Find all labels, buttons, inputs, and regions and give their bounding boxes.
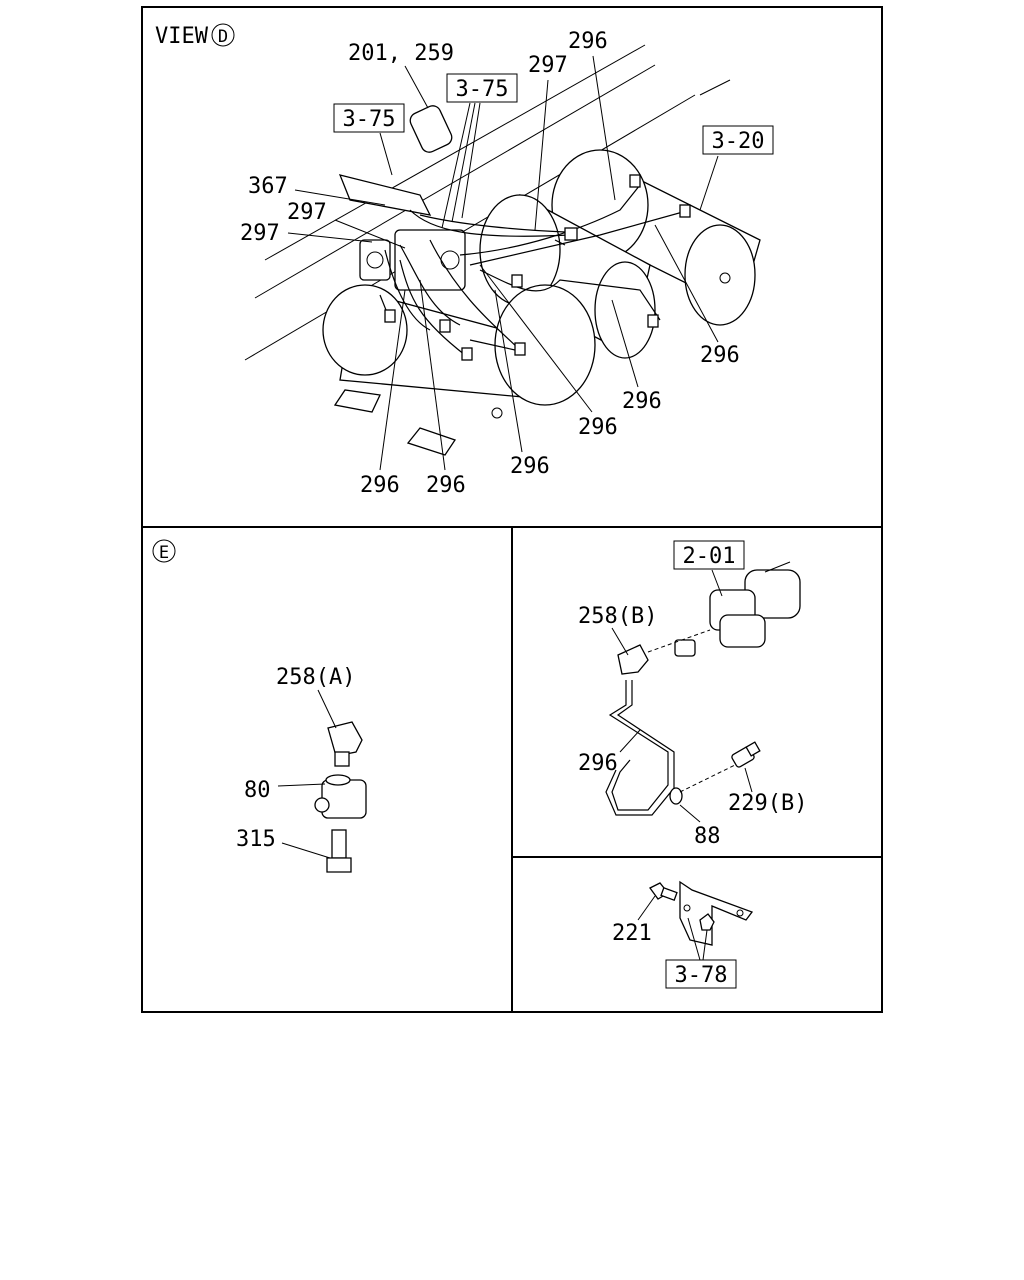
- view-e-circle-icon: [152, 539, 176, 563]
- leader-lines-view-d: [287, 55, 719, 471]
- label-297-a: 297: [287, 200, 327, 225]
- label-88: 88: [694, 824, 721, 849]
- label-258b: 258(B): [578, 604, 657, 629]
- view-e-letter: E: [159, 543, 169, 563]
- bolt-221-icon: [649, 882, 678, 901]
- ref-3-78: 3-78: [675, 963, 728, 988]
- label-296-bottom-right: 296: [426, 473, 466, 498]
- leader-lines-detail-b: [611, 569, 753, 823]
- view-d-panel: VIEW D: [155, 23, 774, 498]
- fittings: [384, 174, 691, 361]
- ref-3-75-left: 3-75: [343, 107, 396, 132]
- ref-3-75-center: 3-75: [456, 77, 509, 102]
- ref-box-3-78: 3-78: [665, 959, 737, 989]
- ref-box-3-75-left: 3-75: [333, 103, 405, 133]
- washer-88-icon: [669, 787, 683, 805]
- valve-assembly: [338, 105, 466, 291]
- ref-box-3-20: 3-20: [702, 125, 774, 155]
- fitting-229b-icon: [679, 741, 761, 793]
- label-315: 315: [236, 827, 276, 852]
- elbow-fitting-258a-icon: [327, 721, 363, 767]
- label-296-center: 296: [578, 415, 618, 440]
- bolt-315-icon: [326, 829, 352, 873]
- label-229b: 229(B): [728, 791, 807, 816]
- air-tank-front: [322, 284, 596, 419]
- label-201-259: 201, 259: [348, 41, 454, 66]
- label-80: 80: [244, 778, 271, 803]
- air-valve-assembly-icon: [674, 561, 801, 657]
- view-d-letter: D: [218, 27, 228, 47]
- view-d-circle-icon: [211, 23, 235, 47]
- label-296-lower: 296: [510, 454, 550, 479]
- label-296-bottom-left: 296: [360, 473, 400, 498]
- frame-rails: [244, 44, 731, 361]
- label-296-right: 296: [700, 343, 740, 368]
- label-258a: 258(A): [276, 665, 355, 690]
- ref-3-20: 3-20: [712, 129, 765, 154]
- detail-2-01-panel: 2-01 258(B) 296 88 229(B): [578, 540, 807, 849]
- nut-icon: [699, 913, 715, 931]
- label-297-top: 297: [528, 53, 568, 78]
- label-296-top: 296: [568, 29, 608, 54]
- label-221: 221: [612, 921, 652, 946]
- tank-brackets: [333, 389, 457, 456]
- ref-box-2-01: 2-01: [673, 540, 745, 570]
- view-e-panel: E 258(A) 80 315: [152, 539, 367, 873]
- label-297-b: 297: [240, 221, 280, 246]
- ref-box-3-75-center: 3-75: [446, 73, 518, 103]
- leader-lines-detail-c: [637, 895, 708, 961]
- pipe-296-detail-icon: [605, 680, 675, 816]
- leader-lines-view-e: [277, 689, 337, 859]
- detail-3-78-panel: 3-78 221: [612, 880, 754, 989]
- label-296-detail: 296: [578, 751, 618, 776]
- tee-fitting-80-icon: [314, 774, 367, 819]
- filter-part-icon: [409, 105, 453, 153]
- ref-2-01: 2-01: [683, 544, 736, 569]
- diagram-frame: [141, 6, 883, 1013]
- bracket-icon: [679, 880, 754, 946]
- elbow-258b-icon: [617, 629, 711, 675]
- view-label: VIEW: [155, 24, 209, 49]
- label-367: 367: [248, 174, 288, 199]
- label-296-mid: 296: [622, 389, 662, 414]
